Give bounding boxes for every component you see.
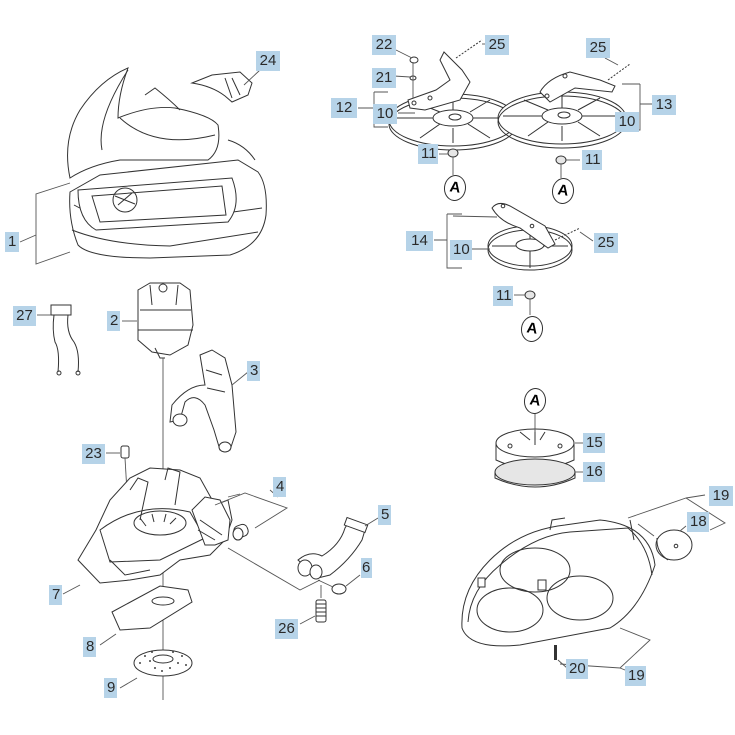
callout-25[interactable]: 25 xyxy=(586,38,610,58)
callout-3[interactable]: 3 xyxy=(247,361,260,381)
callout-11[interactable]: 11 xyxy=(493,286,513,306)
motor-drawing xyxy=(137,282,194,359)
hub-nut-left-drawing xyxy=(439,148,459,175)
fan-disc-drawing xyxy=(133,649,193,677)
callout-24[interactable]: 24 xyxy=(256,51,280,71)
callout-10[interactable]: 10 xyxy=(615,112,639,132)
wheel-drawing xyxy=(637,523,693,561)
callout-4[interactable]: 4 xyxy=(273,477,286,497)
callout-14[interactable]: 14 xyxy=(406,231,433,251)
callout-27[interactable]: 27 xyxy=(13,306,36,326)
callout-16[interactable]: 16 xyxy=(583,462,605,482)
callout-15[interactable]: 15 xyxy=(583,433,605,453)
callout-9[interactable]: 9 xyxy=(104,678,117,698)
housing-hood-drawing xyxy=(67,67,267,259)
callout-20[interactable]: 20 xyxy=(566,659,588,679)
callout-7[interactable]: 7 xyxy=(49,585,62,605)
callout-5[interactable]: 5 xyxy=(378,505,391,525)
callout-8[interactable]: 8 xyxy=(83,637,96,657)
suction-pipe-drawing xyxy=(297,516,369,580)
callout-19[interactable]: 19 xyxy=(709,486,733,506)
roller-set-drawing xyxy=(214,489,289,541)
callout-1[interactable]: 1 xyxy=(5,232,19,252)
callout-25[interactable]: 25 xyxy=(485,35,509,55)
hub-nut-right-drawing xyxy=(555,155,580,178)
callout-2[interactable]: 2 xyxy=(107,311,120,331)
callout-25[interactable]: 25 xyxy=(594,233,618,253)
callout-19[interactable]: 19 xyxy=(625,666,646,686)
callout-21[interactable]: 21 xyxy=(372,68,396,88)
callout-18[interactable]: 18 xyxy=(687,512,709,532)
brush-assembly-right-drawing xyxy=(497,63,631,149)
o-ring-drawing xyxy=(331,583,347,595)
screw-drawing xyxy=(554,645,557,660)
callout-13[interactable]: 13 xyxy=(652,95,676,115)
bottom-tray-drawing xyxy=(461,517,656,647)
callout-11[interactable]: 11 xyxy=(418,144,438,164)
hub-nut-center-drawing xyxy=(514,290,536,315)
spring-26-drawing xyxy=(315,585,327,623)
callout-6[interactable]: 6 xyxy=(361,558,372,578)
callout-11[interactable]: 11 xyxy=(582,150,602,170)
base-chassis-drawing xyxy=(77,467,233,584)
handle-bracket-drawing xyxy=(169,349,237,453)
callout-23[interactable]: 23 xyxy=(82,444,105,464)
brush-assembly-left-drawing xyxy=(388,39,518,151)
cover-clip-drawing xyxy=(190,71,253,103)
callout-12[interactable]: 12 xyxy=(331,98,357,118)
brush-assembly-center-drawing xyxy=(487,202,581,271)
wire-harness-drawing xyxy=(50,304,81,376)
bottom-plate-drawing xyxy=(111,585,193,631)
pad-drawing xyxy=(494,458,576,488)
callout-26[interactable]: 26 xyxy=(275,619,298,639)
callout-10[interactable]: 10 xyxy=(373,104,397,124)
callout-10[interactable]: 10 xyxy=(450,240,472,260)
callout-22[interactable]: 22 xyxy=(372,35,396,55)
